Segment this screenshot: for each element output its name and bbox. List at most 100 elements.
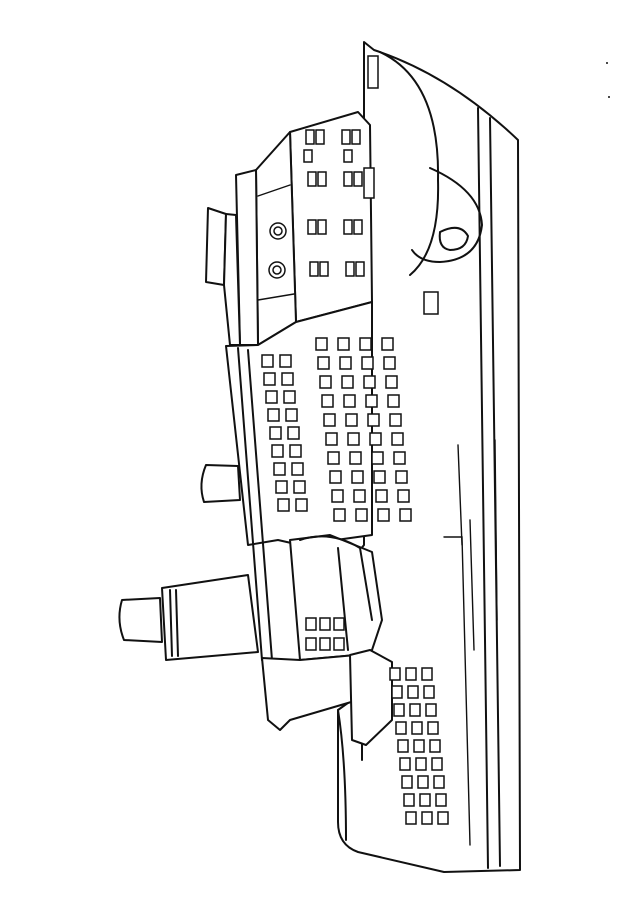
aft-dome (299, 535, 373, 651)
window (319, 637, 331, 651)
window (319, 617, 331, 631)
hull-line-3 (469, 519, 475, 651)
window (323, 413, 336, 427)
speck (608, 96, 610, 98)
window (317, 356, 330, 370)
window (263, 372, 276, 386)
window (413, 739, 425, 753)
window (283, 390, 296, 404)
window (305, 637, 317, 651)
window (307, 171, 317, 187)
window (435, 793, 447, 807)
window (355, 508, 368, 522)
window (267, 408, 280, 422)
window (403, 793, 415, 807)
window (329, 470, 342, 484)
window (333, 637, 345, 651)
window (411, 721, 423, 735)
window (277, 498, 290, 512)
window (395, 470, 408, 484)
hull-line-1 (457, 444, 463, 546)
window (393, 703, 405, 717)
window (419, 793, 431, 807)
wheelhouse-top (205, 207, 227, 286)
window (339, 356, 352, 370)
hull-stripe-short (494, 439, 498, 621)
main-deck-rail (237, 347, 273, 661)
window (355, 261, 365, 277)
window (343, 149, 353, 163)
window (275, 480, 288, 494)
window (269, 426, 282, 440)
main-funnel-stripe (169, 589, 179, 657)
anchor-hawse (438, 226, 469, 251)
window (397, 739, 409, 753)
window (363, 375, 376, 389)
window (365, 394, 378, 408)
window (333, 617, 345, 631)
hull-hatch (423, 291, 439, 315)
window (387, 394, 400, 408)
window (349, 451, 362, 465)
window (389, 667, 401, 681)
window (315, 337, 328, 351)
window (337, 337, 350, 351)
window (289, 444, 302, 458)
window (421, 667, 433, 681)
bow-marker (367, 55, 379, 89)
window (397, 489, 410, 503)
bow-curve (379, 51, 440, 276)
main-deck-windows (261, 337, 412, 522)
window (343, 171, 353, 187)
window (265, 390, 278, 404)
window (393, 451, 406, 465)
window (391, 685, 403, 699)
rear-funnel (200, 464, 241, 503)
window (361, 356, 374, 370)
stern-windows (389, 667, 449, 825)
window (353, 489, 366, 503)
window (409, 703, 421, 717)
window (371, 451, 384, 465)
stern-deck (349, 649, 393, 746)
window (261, 354, 274, 368)
window (425, 703, 437, 717)
window (315, 129, 325, 145)
window (303, 149, 313, 163)
window (353, 171, 363, 187)
window (317, 219, 327, 235)
main-funnel-base (161, 574, 259, 661)
window (347, 432, 360, 446)
porthole (273, 226, 283, 236)
window (431, 757, 443, 771)
window (281, 372, 294, 386)
window (351, 470, 364, 484)
window (343, 219, 353, 235)
window (423, 685, 435, 699)
window (389, 413, 402, 427)
window (305, 617, 317, 631)
window (319, 261, 329, 277)
window (391, 432, 404, 446)
bridge-windows (303, 129, 365, 277)
speck (606, 62, 608, 64)
window (415, 757, 427, 771)
window (317, 171, 327, 187)
window (399, 757, 411, 771)
window (405, 811, 417, 825)
window (421, 811, 433, 825)
window (271, 444, 284, 458)
porthole (272, 265, 282, 275)
window (369, 432, 382, 446)
window (287, 426, 300, 440)
window (319, 375, 332, 389)
window (345, 413, 358, 427)
aft-deck-side (261, 654, 359, 731)
window (417, 775, 429, 789)
window (385, 375, 398, 389)
aft-windows (305, 617, 345, 651)
window (305, 129, 315, 145)
bow-inner-curve (411, 167, 483, 263)
window (427, 721, 439, 735)
